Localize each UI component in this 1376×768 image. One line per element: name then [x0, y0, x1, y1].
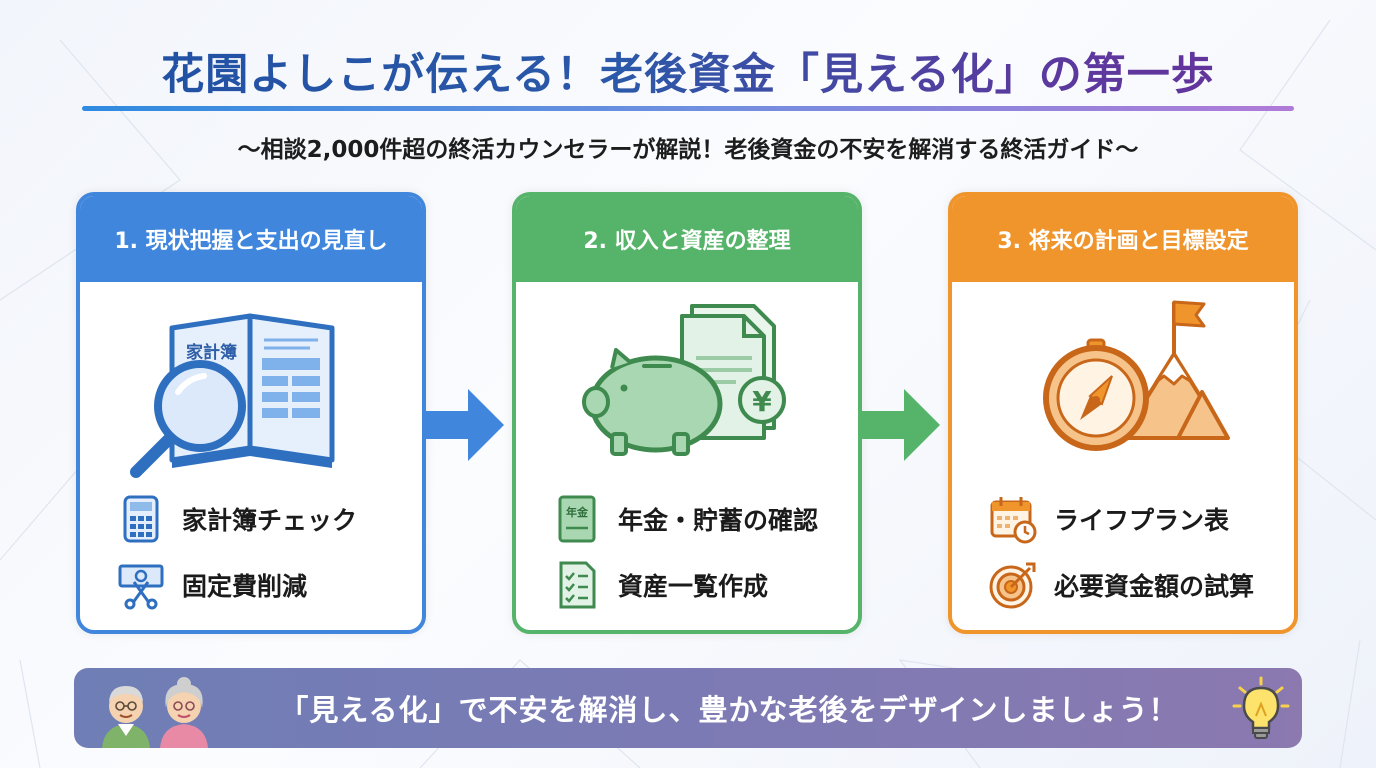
pension-book-label: 年金	[566, 505, 589, 519]
calculator-icon	[123, 495, 159, 543]
step-3-item-2: 必要資金額の試算	[988, 560, 1254, 610]
step-3-item-1-label: ライフプラン表	[1054, 506, 1230, 535]
step-card-2: 2. 収入と資産の整理 ¥ 年金 年金・貯蓄の確認	[512, 192, 862, 634]
step-1-item-2: 固定費削減	[116, 560, 307, 610]
step-card-3: 3. 将来の計画と目標設定 ライフプラン表	[948, 192, 1298, 634]
step-1-item-1-label: 家計簿チェック	[182, 506, 358, 535]
checklist-icon	[559, 561, 596, 609]
piggy-bank-document-icon: ¥	[582, 304, 786, 456]
page-title: 花園よしこが伝える！老後資金「見える化」の第一歩	[0, 40, 1376, 102]
page-subtitle: 〜相談2,000件超の終活カウンセラーが解説！老後資金の不安を解消する終活ガイド…	[237, 137, 1139, 163]
lightbulb-icon	[1232, 676, 1290, 739]
step-1-item-1: 家計簿チェック	[116, 494, 357, 544]
step-1-item-2-label: 固定費削減	[182, 572, 308, 601]
step-2-item-1-label: 年金・貯蓄の確認	[618, 506, 819, 535]
step-card-1: 1. 現状把握と支出の見直し 家計簿 家計簿チェック	[76, 192, 426, 634]
compass-mountain-flag-icon	[1043, 300, 1230, 451]
flow-arrow-1-icon	[424, 389, 504, 461]
step-3-item-1: ライフプラン表	[988, 494, 1229, 544]
target-arrow-icon	[989, 562, 1036, 609]
yen-coin-label: ¥	[752, 385, 772, 418]
step-3-item-2-label: 必要資金額の試算	[1054, 572, 1255, 601]
step-2-item-2-label: 資産一覧作成	[618, 572, 769, 601]
flow-arrow-2-icon	[860, 389, 940, 461]
step-2-heading: 2. 収入と資産の整理	[516, 196, 858, 282]
step-1-heading: 1. 現状把握と支出の見直し	[80, 196, 422, 282]
bottom-banner: 「見える化」で不安を解消し、豊かな老後をデザインしましょう！	[74, 668, 1302, 748]
scissors-cutting-bill-icon	[118, 564, 164, 610]
household-ledger-magnifier-icon: 家計簿	[130, 313, 335, 478]
ledger-label: 家計簿	[186, 342, 237, 363]
title-underline	[82, 106, 1294, 111]
banner-message: 「見える化」で不安を解消し、豊かな老後をデザインしましょう！	[279, 693, 1179, 727]
pension-book-icon: 年金	[558, 495, 596, 543]
step-2-item-2: 資産一覧作成	[552, 560, 768, 610]
calendar-clock-icon	[990, 497, 1037, 544]
elderly-couple-icon	[102, 677, 208, 748]
step-3-heading: 3. 将来の計画と目標設定	[952, 196, 1294, 282]
step-2-item-1: 年金 年金・貯蓄の確認	[552, 494, 818, 544]
